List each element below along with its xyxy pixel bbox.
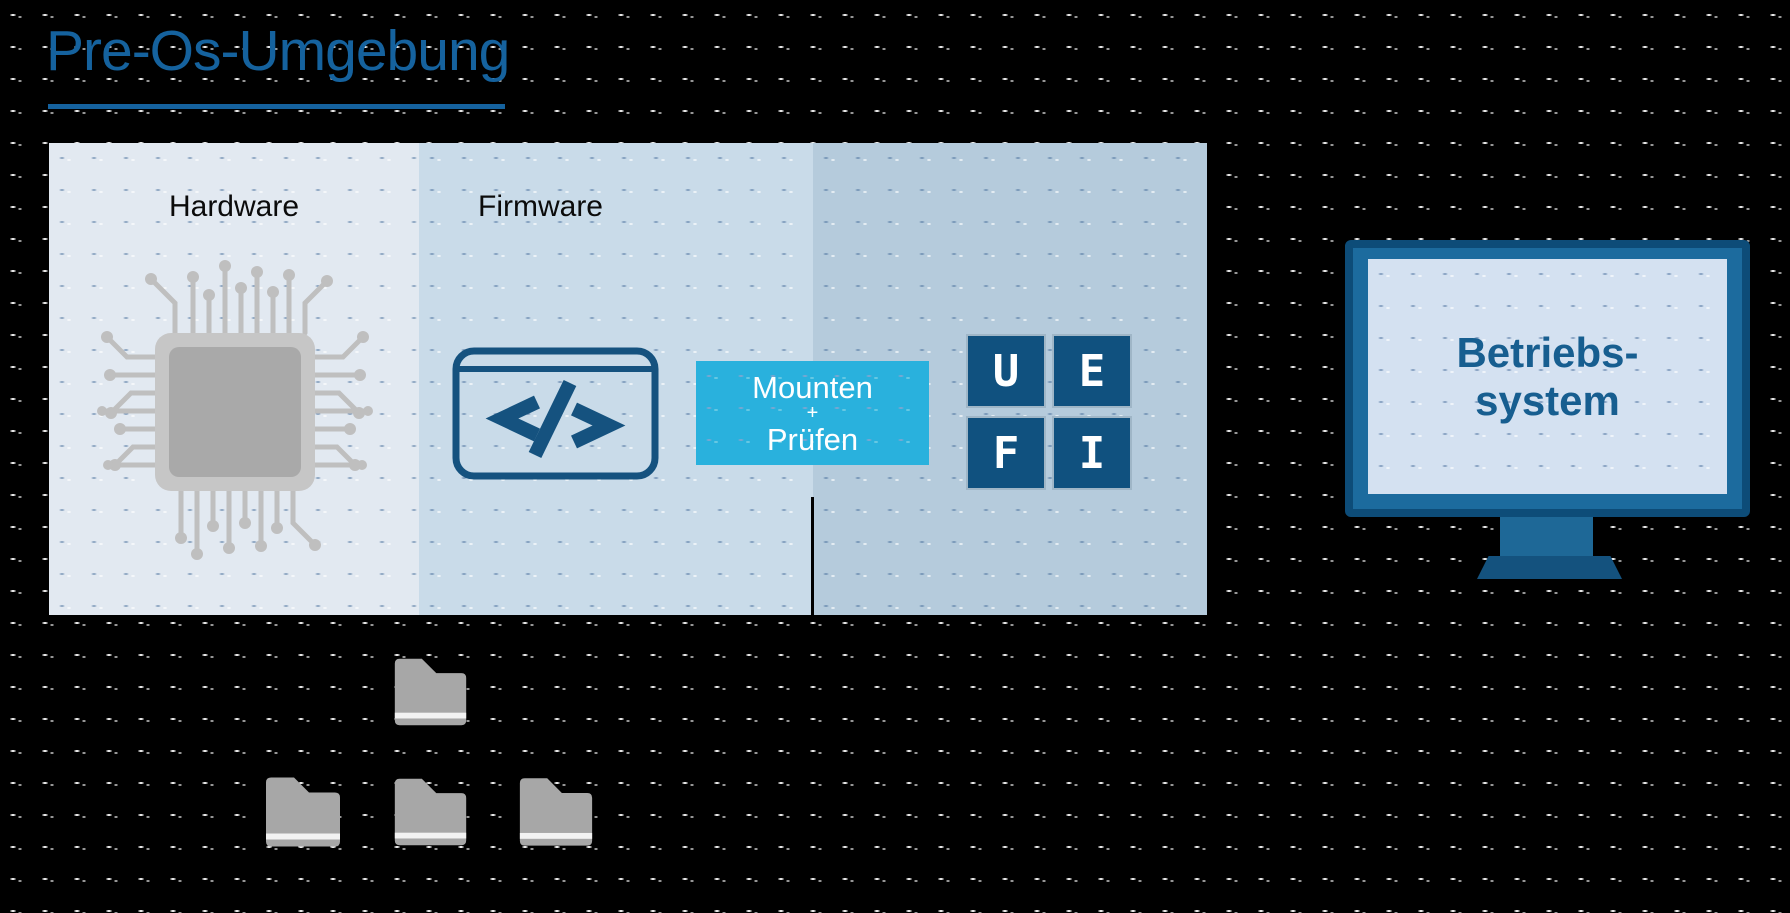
page-title: Pre-Os-Umgebung <box>46 19 510 83</box>
monitor-icon: Betriebs- system <box>1345 240 1750 517</box>
uefi-tiles: U E F I <box>966 334 1132 490</box>
os-label-line2: system <box>1475 376 1620 424</box>
firmware-uefi-divider <box>811 497 814 615</box>
uefi-tile-e: E <box>1052 334 1132 408</box>
betriebssystem-label: Betriebs- system <box>1456 329 1638 425</box>
mount-pruefen-box: Mounten + Prüfen <box>696 361 929 465</box>
folder-icon <box>390 771 471 851</box>
monitor-stand-neck <box>1500 515 1593 557</box>
mount-box-line3: Prüfen <box>766 421 859 457</box>
folder-icon <box>390 651 471 731</box>
monitor-screen: Betriebs- system <box>1368 259 1727 494</box>
code-icon <box>452 347 659 480</box>
monitor-stand-base <box>1477 556 1622 579</box>
os-label-line1: Betriebs- <box>1456 328 1639 376</box>
hardware-section: Hardware <box>49 143 419 615</box>
uefi-tile-u: U <box>966 334 1046 408</box>
hardware-label: Hardware <box>168 190 300 223</box>
folder-icon <box>515 771 597 851</box>
firmware-label: Firmware <box>478 190 603 223</box>
title-underline <box>48 104 505 109</box>
cpu-icon <box>97 260 373 560</box>
folder-icon <box>261 771 345 851</box>
mount-box-line2: + <box>806 401 819 424</box>
uefi-tile-f: F <box>966 416 1046 490</box>
mount-box-line1: Mounten <box>752 369 873 405</box>
uefi-tile-i: I <box>1052 416 1132 490</box>
